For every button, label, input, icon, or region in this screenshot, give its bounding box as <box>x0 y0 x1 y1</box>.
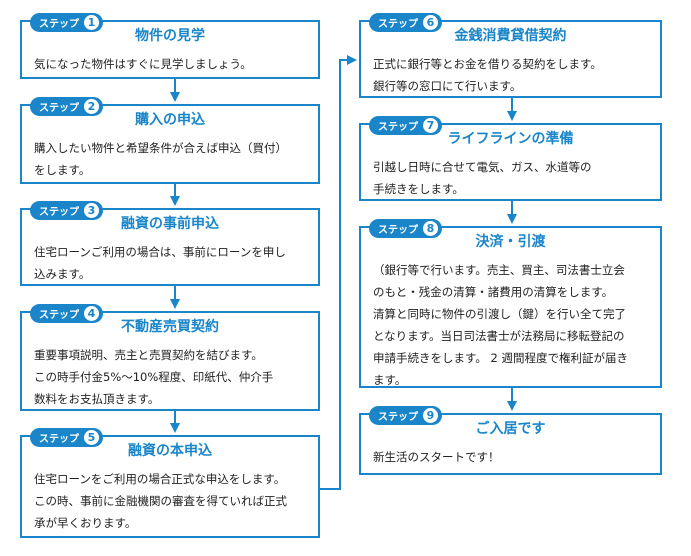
step-description: 購入したい物件と希望条件が合えば申込（買付） をします。 <box>34 141 287 177</box>
step-title: ご入居です <box>475 421 546 437</box>
step-title: 購入の申込 <box>135 112 205 128</box>
step-title: 融資の事前申込 <box>121 216 219 232</box>
step-description: 住宅ローンをご利用の場合正式な申込をします。 この時、事前に金融機関の審査を得て… <box>34 472 287 530</box>
step-description: 気になった物件はすぐに見学しましょう。 <box>34 57 252 71</box>
step-description: 正式に銀行等とお金を借りる契約をします。 銀行等の窓口にて行います。 <box>373 57 602 93</box>
step-description: （銀行等で行います。売主、買主、司法書士立会 のもと・残金の清算・諸費用の清算を… <box>373 263 628 387</box>
arrow-5-6 <box>318 55 357 490</box>
step-title: 決済・引渡 <box>475 234 546 250</box>
step-title: ライフラインの準備 <box>447 131 574 147</box>
step-title: 物件の見学 <box>135 28 205 44</box>
step-description: 新生活のスタートです！ <box>373 450 500 464</box>
step-description: 住宅ローンご利用の場合は、事前にローンを申し 込みます。 <box>34 245 286 281</box>
step-description: 重要事項説明、売主と売買契約を結びます。 この時手付金5%～10%程度、印紙代、… <box>34 348 274 406</box>
step-description: 引越し日時に合せて電気、ガス、水道等の 手続きをします。 <box>373 160 592 196</box>
step-title: 金銭消費貸借契約 <box>454 28 567 44</box>
step-title: 融資の本申込 <box>128 443 212 459</box>
step-title: 不動産売買契約 <box>121 319 219 335</box>
